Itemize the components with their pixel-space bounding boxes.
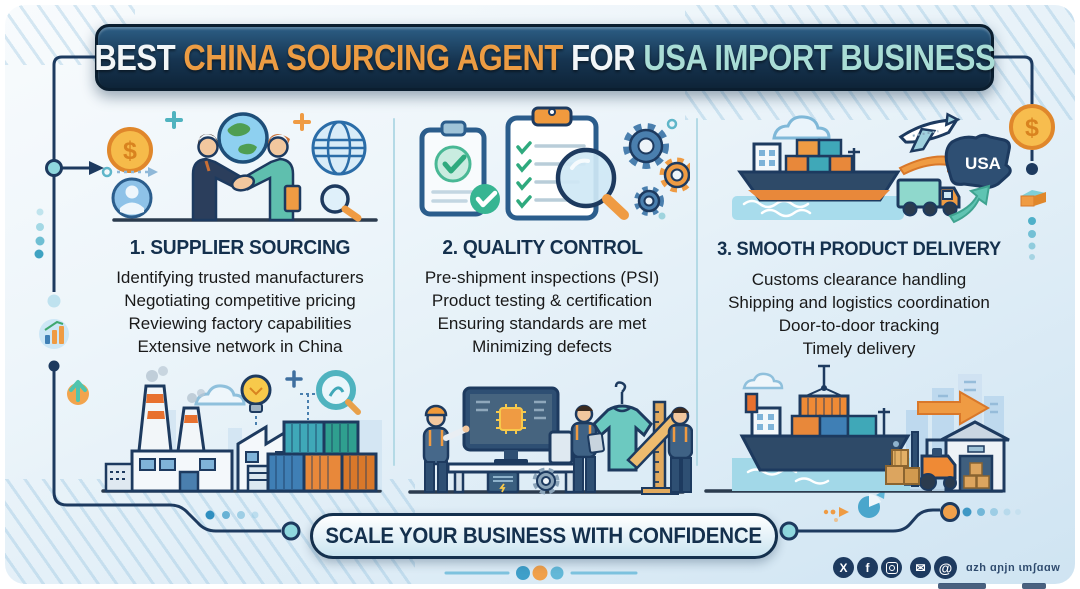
column3-line: Timely delivery <box>802 339 916 358</box>
cargo-ship-icon <box>737 138 901 202</box>
column2-line: Product testing & certification <box>431 291 653 310</box>
earth-globe-icon <box>217 112 269 164</box>
computer-monitor-icon <box>462 386 560 464</box>
magnifier-icon <box>555 147 629 220</box>
svg-text:$: $ <box>123 137 137 165</box>
title-segment-for: FOR <box>570 36 644 78</box>
website-icon[interactable]: @ <box>934 556 957 579</box>
usa-map-label: USA <box>965 154 1001 173</box>
title-segment-china-sourcing-agent: CHINA SOURCING AGENT <box>183 36 571 78</box>
facebook-icon[interactable]: f <box>857 557 878 578</box>
page-title: BEST CHINA SOURCING AGENT FOR USA IMPORT… <box>94 37 995 79</box>
column3-line: Customs clearance handling <box>751 270 967 289</box>
title-segment-usa-import-business: USA IMPORT BUSINESS <box>643 36 995 78</box>
worker-with-clipboard <box>570 404 605 493</box>
column1-line: Identifying trusted manufacturers <box>116 268 364 287</box>
gears-icon <box>623 118 690 220</box>
lightbulb-icon <box>240 374 272 428</box>
containers-icon <box>266 420 378 493</box>
email-icon[interactable]: ✉ <box>910 557 931 578</box>
check-badge-icon <box>470 184 500 214</box>
column2-heading: 2. QUALITY CONTROL <box>442 237 643 259</box>
pc-tower-icon <box>486 470 520 494</box>
cargo-ship-icon <box>739 392 911 472</box>
water <box>732 196 904 220</box>
column-divider-2 <box>696 118 698 466</box>
email-glyph: ✉ <box>915 560 926 575</box>
factory-illustration <box>101 366 382 493</box>
column3-lines: Customs clearance handling Shipping and … <box>698 268 1020 360</box>
wireframe-globe-icon <box>311 120 367 176</box>
column1-line: Extensive network in China <box>137 337 343 356</box>
cloud-icon <box>742 372 784 390</box>
x-twitter-icon[interactable]: X <box>833 557 854 578</box>
cta-label: SCALE YOUR BUSINESS WITH CONFIDENCE <box>325 523 763 548</box>
tshirt-on-hanger-icon <box>592 381 653 472</box>
port-delivery-illustration <box>704 364 1010 493</box>
clipboard-check-icon <box>419 120 487 217</box>
user-avatar-icon <box>111 177 153 219</box>
instagram-icon[interactable] <box>881 557 902 578</box>
watermark-text: ɑzh ɑɲjn ɩmʃɑɑw <box>966 561 1061 574</box>
inspection-workers-illustration <box>408 381 693 495</box>
cloud-icon <box>772 115 831 140</box>
measuring-ruler-icon <box>626 400 683 495</box>
crane-container-icon <box>798 364 850 424</box>
boxes-icon <box>885 449 920 485</box>
arrow-right-icon <box>917 390 991 426</box>
quality-control-illustration <box>419 106 690 221</box>
column3-line: Shipping and logistics coordination <box>728 293 990 312</box>
forklift-icon <box>904 431 957 491</box>
facebook-glyph: f <box>865 560 870 575</box>
arrow-up-icon <box>948 184 991 224</box>
column1-lines: Identifying trusted manufacturers Negoti… <box>85 266 395 358</box>
column1-heading: 1. SUPPLIER SOURCING <box>129 237 351 259</box>
column3-heading: 3. SMOOTH PRODUCT DELIVERY <box>717 239 1001 260</box>
cta-banner: SCALE YOUR BUSINESS WITH CONFIDENCE <box>310 513 778 559</box>
tablet-icon <box>548 430 574 465</box>
dollar-coin-icon: $ <box>107 127 153 173</box>
footer-social-row: X f ✉ @ ɑzh ɑɲjn ɩmʃɑɑw <box>833 556 1060 579</box>
handshake-icon <box>230 174 256 192</box>
title-banner: BEST CHINA SOURCING AGENT FOR USA IMPORT… <box>94 24 995 91</box>
plus-icon <box>285 370 316 420</box>
businessman-left <box>191 133 245 222</box>
column3-line: Door-to-door tracking <box>778 316 940 335</box>
product-delivery-illustration: USA <box>732 112 1012 224</box>
x-twitter-glyph: X <box>839 560 848 575</box>
usa-map-icon: USA <box>944 133 1012 190</box>
dashed-arrow-icon <box>101 166 158 178</box>
delivery-truck-icon <box>896 178 961 217</box>
column2-lines: Pre-shipment inspections (PSI) Product t… <box>392 266 692 358</box>
plus-icon <box>165 111 311 131</box>
supplier-sourcing-illustration: $ <box>101 111 378 222</box>
title-segment-best: BEST <box>94 36 184 78</box>
column2-line: Minimizing defects <box>472 337 612 356</box>
column1-line: Reviewing factory capabilities <box>128 314 352 333</box>
factory-icon <box>104 366 234 493</box>
column2-line: Ensuring standards are met <box>437 314 647 333</box>
instagram-glyph <box>885 561 898 574</box>
worker-with-ruler <box>667 406 693 493</box>
magnifier-icon <box>320 184 362 222</box>
column-divider-1 <box>393 118 395 466</box>
column1-line: Negotiating competitive pricing <box>124 291 356 310</box>
website-glyph: @ <box>938 559 953 576</box>
magnifier-chart-icon <box>316 370 361 415</box>
gear-icon <box>532 467 560 495</box>
airplane-icon <box>898 112 961 153</box>
worker-inspector <box>422 404 470 493</box>
column2-line: Pre-shipment inspections (PSI) <box>424 268 660 287</box>
